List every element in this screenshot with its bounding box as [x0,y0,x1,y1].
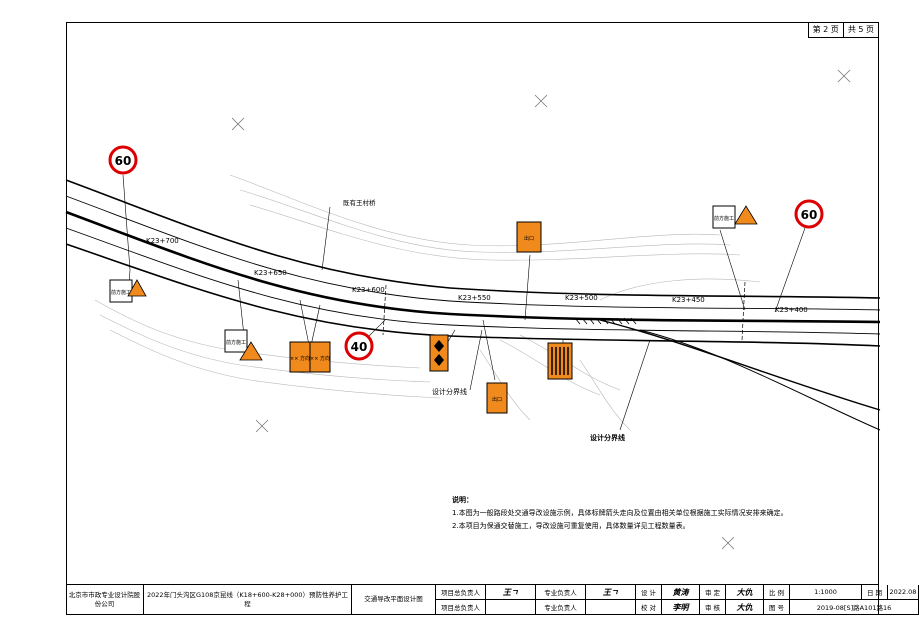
boundary-label: 设计分界线 [432,387,467,396]
drawing-no-label: 图 号 [764,600,790,615]
proj-lead-signature: 王ㄱ [486,585,536,600]
station-label: K23+700 [146,237,179,245]
reference-crosses [231,69,851,550]
proj-lead-label: 项目总负责人 [436,600,486,615]
station-label: K23+650 [254,269,287,277]
notes-block: 说明： 1.本图为一般路段处交通导改设施示例，具体标牌箭头走向及位置由相关单位根… [452,494,788,533]
page-indicator: 第 2 页 共 5 页 [807,23,878,38]
design-label: 设 计 [636,585,662,600]
station-label: K23+600 [352,286,385,294]
design-signature: 黄涛 [662,585,700,600]
notes-line: 1.本图为一般路段处交通导改设施示例，具体标牌箭头走向及位置由相关单位根据施工实… [452,509,788,517]
prof-lead-label: 专业负责人 [536,585,586,600]
speed-limit-sign: 40 [344,331,374,361]
boundary-lines [382,281,746,341]
detour-direction-sign: ×× 方向 [289,341,311,373]
svg-text:前方施工: 前方施工 [111,289,131,296]
empty-cell [486,600,536,615]
svg-text:×× 方向: ×× 方向 [290,355,310,362]
branch-road [599,319,881,431]
barrier-sign [547,342,573,380]
main-road [65,179,881,347]
audit-label: 审 核 [700,600,726,615]
work-zone-hatch [574,317,637,325]
title-block: 北京市市政专业设计院股份公司 2022年门头沟区G108京昆线（K18+600-… [66,584,919,615]
work-ahead-sign: 前方施工 [224,329,263,361]
road-plan-drawing: K23+700 K23+650 K23+600 K23+550 K23+500 … [65,69,881,550]
exit-sign: 出口 [516,221,542,253]
audit-signature: 大仇 [726,600,764,615]
station-label: K23+500 [565,294,598,302]
svg-text:40: 40 [351,340,368,354]
work-ahead-sign: 前方施工 [712,205,758,229]
work-ahead-sign: 前方施工 [109,279,147,303]
station-label: K23+400 [775,306,808,314]
date-value: 2022.08 [888,585,919,600]
check-label: 校 对 [636,600,662,615]
station-label: K23+550 [458,294,491,302]
page-current: 第 2 页 [809,23,844,37]
svg-text:前方施工: 前方施工 [714,215,734,222]
notes-title: 说明： [452,496,473,504]
drawing-title: 交通导改平面设计图 [352,585,436,615]
station-label: K23+450 [672,296,705,304]
proj-lead-label: 项目总负责人 [436,585,486,600]
page-total: 共 5 页 [847,25,874,34]
speed-limit-sign: 60 [108,145,138,175]
review-signature: 大仇 [726,585,764,600]
notes-line: 2.本项目为保通交替施工，导改设施可重复使用，具体数量详见工程数量表。 [452,522,690,530]
svg-text:出口: 出口 [492,396,502,403]
terrain-contours [94,174,761,431]
speed-limit-sign: 60 [794,199,824,229]
prof-lead-label: 专业负责人 [536,600,586,615]
check-signature: 李明 [662,600,700,615]
svg-text:×× 方向: ×× 方向 [310,355,330,362]
boundary-label: 设计分界线 [590,433,625,442]
review-label: 审 定 [700,585,726,600]
empty-cell [586,600,636,615]
svg-text:60: 60 [801,208,818,222]
detour-direction-sign: ×× 方向 [309,341,331,373]
scale-value: 1:1000 [790,585,862,600]
svg-text:前方施工: 前方施工 [226,339,246,346]
svg-text:出口: 出口 [524,235,534,242]
project-name: 2022年门头沟区G108京昆线（K18+600-K28+000）预防性养护工程 [144,585,352,615]
date-label: 日 期 [862,585,888,600]
prof-lead-signature: 王ㄱ [586,585,636,600]
chevron-sign [429,334,449,372]
exit-sign: 出口 [486,382,508,414]
drawing-no-value: 2019-08[S]路A101路16 [790,600,919,615]
svg-text:60: 60 [115,154,132,168]
org-name: 北京市市政专业设计院股份公司 [66,585,144,615]
bridge-label: 既有王村桥 [343,198,376,207]
scale-label: 比 例 [764,585,790,600]
